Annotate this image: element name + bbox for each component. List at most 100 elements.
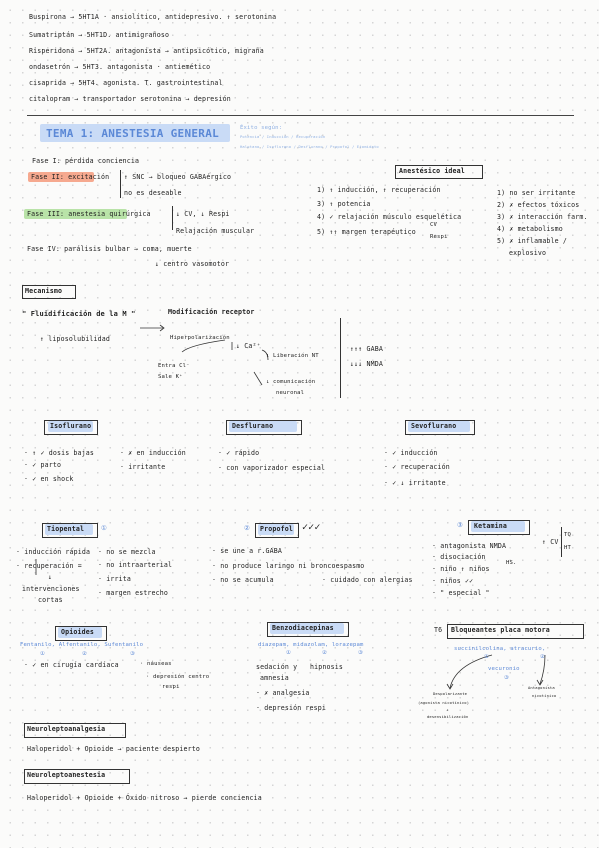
ideal-r1: 1) no ser irritante [497,189,576,197]
entra-cl: Entra Cl⁻ [158,363,190,369]
iso-5: · irritante [120,463,166,471]
ideal-4: 5) ↑↑ margen terapéutico [317,228,416,236]
modificacion-receptor: Modificación receptor [168,308,255,316]
neuroleptoanestesia-box [24,769,130,784]
benzo-n3: ③ [358,650,364,656]
tiopental-box [42,523,98,538]
isoflurano-box [44,420,98,435]
ideal-1: 1) ↑ inducción, ↑ recuperación [317,186,441,194]
bloqueantes-heading: Bloqueantes placa motora [451,626,550,634]
tio-4: intervenciones [22,585,80,593]
bloqueantes-vecuronio: vecuronio [488,666,520,672]
ket-4: · niños ✓✓ [432,577,474,585]
opioides-2: · náuseas [140,661,172,667]
mecanismo-box [22,285,76,299]
opioides-highlight [58,627,102,638]
bloqueantes-despolarizante: Despolarizante [433,691,468,696]
ideal-r5: 5) ✗ inflamable / [497,237,568,245]
ket-3: · niño ↑ niños [432,565,490,573]
benzodiacepinas-highlight [270,623,344,634]
sevoflurano-box [405,420,475,435]
tio-5: cortas [38,596,63,604]
tio-6: · no se mezcla [98,548,156,556]
desflurano-heading: Desflurano [232,422,274,430]
benzo-n1: ① [286,650,292,656]
pro-3: · no se acumula [212,576,274,584]
line-citalopram: citalopram → transportador serotonina → … [29,95,231,103]
page-title: TEMA 1: ANESTESIA GENERAL [46,127,220,140]
benzo-2: amnesia [260,674,289,682]
fase-4: Fase IV: parálisis bulbar → coma, muerte [27,245,192,253]
ket-1: · antagonista NMDA [432,542,507,550]
fase-1: Fase I: pérdida conciencia [32,157,140,165]
bloqueantes-desensibilizacion: desensibilización [427,714,469,719]
ideal-r6: explosivo [509,249,547,257]
bloqueantes-t6: T6 [434,626,443,634]
fase-2-detail-b: no es deseable [124,189,182,197]
line-ondasetron: ondasetrón → 5HT3. antagonista · antiemé… [29,63,211,71]
calcio: ↓ Ca²⁺ [236,342,261,350]
fase-4-detail: ↓ centro vasomotor [155,260,230,268]
tio-1: · inducción rápida [16,548,91,556]
sev-2: · ✓ recuperación [384,463,450,471]
benzo-3: hipnosis [310,663,343,671]
benzo-1: sedación y [256,663,298,671]
bloqueantes-agonista: (agonista nicotínico) [418,700,470,705]
opioides-n1: ① [40,651,46,657]
propofol-checks: ✓✓✓ [302,522,321,533]
bloqueantes-box [447,624,584,639]
mecanismo-heading: Mecanismo [25,287,63,295]
opioides-drugs: Fentanilo, Alfentanilo, Sufentanilo [20,642,144,648]
liberacion-nt: ↓ Liberación NT [266,353,319,359]
ketamina-box [468,520,530,535]
neuroleptoanestesia-heading: Neuroleptoanestesia [27,771,106,779]
bloqueantes-drugs: succinilcolina, atracurio, [454,646,546,652]
line-buspirona: Buspirona → 5HT1A · ansiolítico, antidep… [29,13,277,21]
anestesico-ideal-heading: Anestésico ideal [399,167,465,175]
mecanismo-brace [340,318,341,398]
bloqueantes-nicotinico: nicotínico [532,693,557,698]
benzodiacepinas-heading: Benzodiacepinas [272,624,334,632]
tio-8: · irrita [98,575,131,583]
pro-1: · se une a r.GABA [212,547,283,555]
propofol-highlight [258,524,294,535]
fase-3-detail-a: ↓ CV, ↓ Respi [176,210,230,218]
fase2-highlight [28,172,94,182]
pro-4: · cuidado con alergias [322,576,413,584]
ideal-r2: 2) ✗ efectos tóxicos [497,201,580,209]
sale-k: Sale K⁺ [158,374,183,380]
opioides-n2: ② [82,651,88,657]
benzo-drugs: diazepam, midazolam, lorazepam [258,642,364,648]
opioides-4: respi [162,684,180,690]
des-2: · con vaporizador especial [218,464,326,472]
benzo-5: · depresión respi [256,704,327,712]
desflurano-box [226,420,302,435]
fase-3-detail-b: Relajación muscular [176,227,255,235]
opioides-1: · ✓ en cirugía cardíaca [24,661,119,669]
fase-2: Fase II: excitación [31,173,110,181]
isoflurano-highlight [48,421,93,432]
line-cisaprida: cisaprida → 5HT4. agonista. T. gastroint… [29,79,223,87]
propofol-number: ② [244,524,251,532]
ideal-r4: 4) ✗ metabolismo [497,225,563,233]
title-note-1: Éxito según: [240,125,283,131]
bloqueantes-n1: ① [484,654,490,660]
ket-tq: TQ [564,532,572,538]
propofol-heading: Propofol [260,525,293,533]
neuroleptoanalgesia-heading: Neuroleptoanalgesia [27,725,106,733]
tiopental-highlight [45,524,93,535]
ket-hs: HS. [506,560,517,566]
propofol-box [255,523,299,538]
sev-3: · ✓ ↓ irritante [384,479,446,487]
pro-2: · no produce laringo ni broncoespasmo [212,562,365,570]
tio-3: ↓ [48,573,53,581]
neuroleptoanalgesia-box [24,723,126,738]
bloqueantes-n3: ③ [504,675,510,681]
line-sumatriptan: Sumatriptán → 5HT1D. antimigrañoso [29,31,170,39]
ket-5: · " especial " [432,589,490,597]
bloqueantes-n2: ② [540,654,546,660]
bloqueantes-arrow: ↓ [446,707,449,712]
ideal-r3: 3) ✗ interacción farm. [497,213,588,221]
iso-1: · ↑ ✓ dosis bajas [24,449,95,457]
